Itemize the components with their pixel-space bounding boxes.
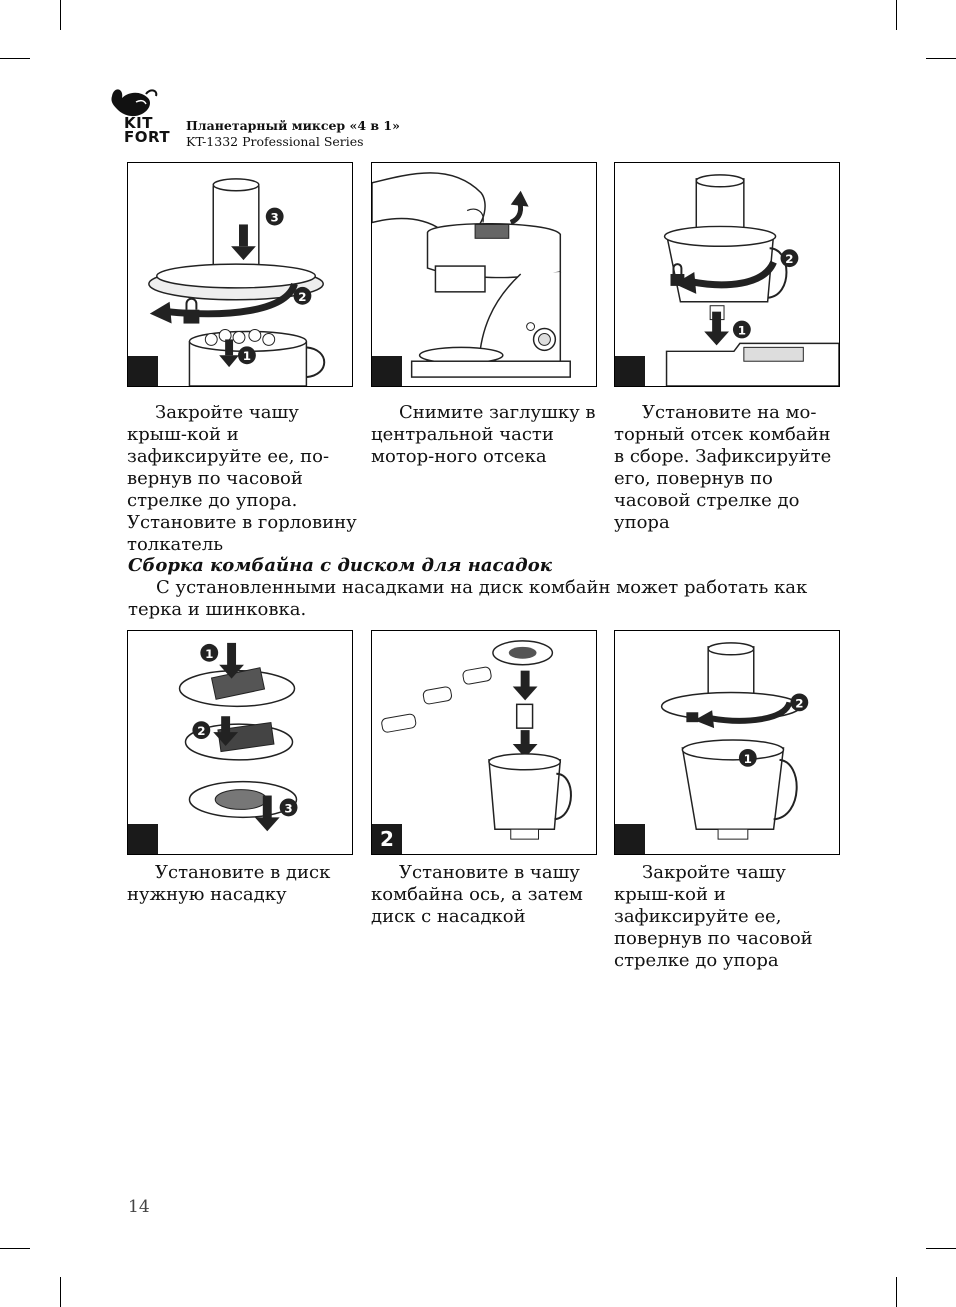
crop-mark (896, 1277, 897, 1307)
figure-close-lid: 2 1 (614, 630, 840, 855)
figure-insert-attachment: 1 2 3 (127, 630, 353, 855)
figure-close-lid-pusher: 3 2 1 (127, 162, 353, 387)
caption: Установите на мо-торный отсек комбайн в … (614, 402, 832, 533)
illustration-lid-pusher: 3 2 1 (148, 178, 326, 386)
crop-mark (60, 0, 61, 30)
illustration-lid-bowl: 2 1 (660, 642, 809, 840)
step-number (128, 356, 158, 386)
illustration-mixer-cap (372, 172, 571, 378)
step-number (615, 356, 645, 386)
caption: Закройте чашу крыш-кой и зафиксируйте ее… (127, 402, 357, 555)
section-body: С установленными насадками на диск комба… (128, 577, 808, 620)
badge-number: 2 (785, 252, 793, 266)
crop-mark (896, 0, 897, 30)
caption: Снимите заглушку в центральной части мот… (371, 402, 596, 467)
badge-number: 2 (298, 290, 306, 304)
document-subtitle: KT-1332 Professional Series (186, 134, 364, 149)
step-number (372, 356, 402, 386)
illustration-shaft-bowl (381, 640, 572, 840)
caption: Установите в диск нужную насадку (127, 862, 331, 905)
kitfort-whale-logo (111, 89, 158, 117)
page-number: 14 (128, 1197, 150, 1217)
illustration-processor-on-motor: 2 1 (663, 174, 839, 386)
figure-remove-cap (371, 162, 597, 387)
crop-mark (926, 1248, 956, 1249)
badge-number: 3 (284, 801, 292, 815)
caption: Установите в чашу комбайна ось, а затем … (371, 862, 583, 927)
crop-mark (926, 58, 956, 59)
brand-logo-text: KIT FORT (124, 114, 171, 146)
badge-number: 1 (744, 752, 752, 766)
badge-number: 3 (271, 210, 279, 224)
illustration-discs: 1 2 3 (178, 642, 298, 832)
crop-mark (60, 1277, 61, 1307)
crop-mark (0, 58, 30, 59)
figure-install-processor: 2 1 (614, 162, 840, 387)
step-number (128, 824, 158, 854)
step-number: 2 (372, 824, 402, 854)
badge-number: 1 (205, 647, 213, 661)
badge-number: 2 (197, 724, 205, 738)
badge-number: 1 (738, 323, 746, 337)
badge-number: 2 (795, 696, 803, 710)
figure-insert-shaft-disc: 2 (371, 630, 597, 855)
step-number (615, 824, 645, 854)
document-title: Планетарный миксер «4 в 1» (186, 118, 400, 133)
crop-mark (0, 1248, 30, 1249)
badge-number: 1 (243, 349, 251, 363)
caption: Закройте чашу крыш-кой и зафиксируйте ее… (614, 862, 813, 971)
section-title: Сборка комбайна с диском для насадок (128, 555, 552, 576)
